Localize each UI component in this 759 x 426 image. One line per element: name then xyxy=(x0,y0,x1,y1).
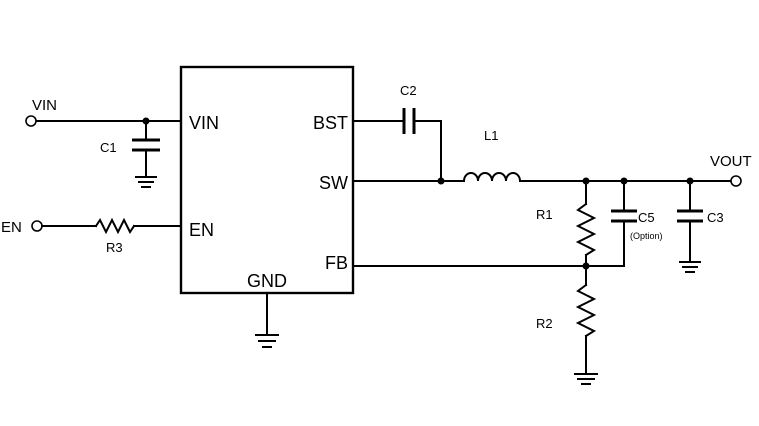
pin-label-fb: FB xyxy=(325,253,348,273)
resistor-r1: R1 xyxy=(536,180,597,267)
pin-label-sw: SW xyxy=(319,173,348,193)
vout-terminal xyxy=(730,175,742,187)
pin-label-vin: VIN xyxy=(189,113,219,133)
en-net-label: EN xyxy=(1,219,22,236)
capacitor-c5: C5 (Option) xyxy=(611,180,663,267)
r2-label: R2 xyxy=(536,316,553,331)
capacitor-c1: C1 xyxy=(100,120,160,188)
pin-label-gnd: GND xyxy=(247,271,287,291)
c1-label: C1 xyxy=(100,140,117,155)
r3-label: R3 xyxy=(106,240,123,255)
pin-label-en: EN xyxy=(189,220,214,240)
feedback-net xyxy=(352,262,625,270)
r1-label: R1 xyxy=(536,207,553,222)
en-net: EN R3 xyxy=(1,217,182,255)
capacitor-c3: C3 xyxy=(677,180,724,273)
sw-junction xyxy=(437,177,445,185)
c3-label: C3 xyxy=(707,210,724,225)
en-terminal xyxy=(31,220,43,232)
capacitor-c2: C2 xyxy=(352,83,442,182)
resistor-r2: R2 xyxy=(536,265,598,385)
vout-net: VOUT xyxy=(519,153,752,187)
c5-label: C5 xyxy=(638,210,655,225)
vout-net-label: VOUT xyxy=(710,153,752,170)
c5-option-note: (Option) xyxy=(630,231,663,241)
inductor-l1: L1 xyxy=(462,128,522,183)
pin-label-bst: BST xyxy=(313,113,348,133)
resistor-r3 xyxy=(94,217,136,235)
ic-ground xyxy=(255,292,279,348)
c2-label: C2 xyxy=(400,83,417,98)
vin-net: VIN xyxy=(25,97,182,127)
l1-label: L1 xyxy=(484,128,498,143)
vin-terminal xyxy=(25,115,37,127)
vin-net-label: VIN xyxy=(32,97,57,114)
switch-node xyxy=(352,177,465,185)
